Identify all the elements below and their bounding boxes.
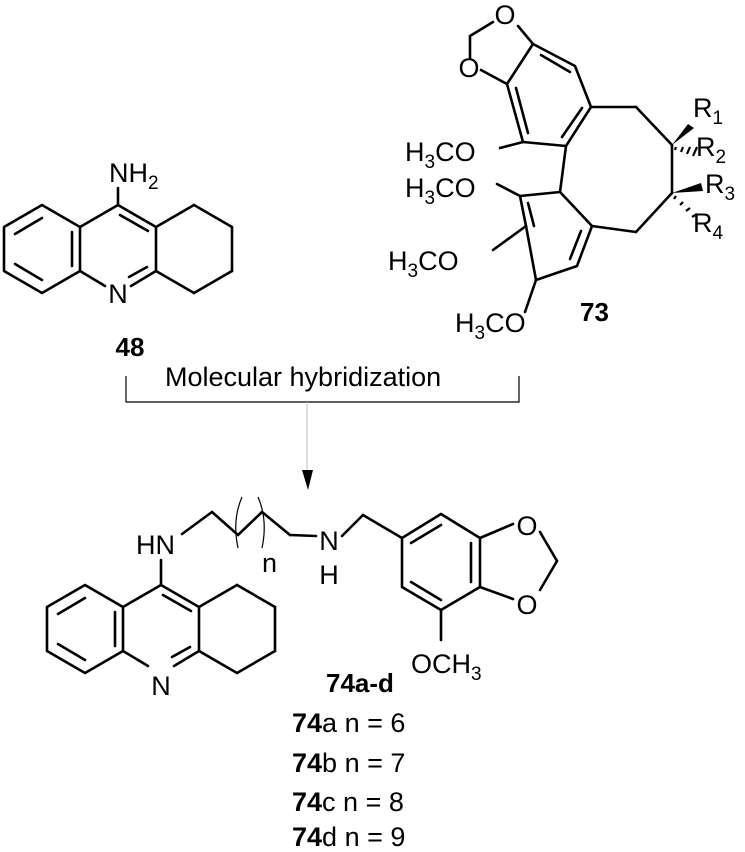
hybrid-bonds <box>45 510 559 675</box>
series-row: 74d n = 9 <box>292 822 405 852</box>
hybrid-left-amine: HN <box>136 530 175 560</box>
hashed-bond-r4 <box>673 195 698 218</box>
lignan-methoxy-3: H3CO <box>388 246 459 282</box>
tacrine-bonds <box>2 186 234 295</box>
tacrine-structure: NH2 N 48 <box>2 158 234 362</box>
series-row: 74b n = 7 <box>292 748 405 778</box>
r2-label: R2 <box>696 132 726 168</box>
lignan-dioxole-oxygen-top: O <box>494 0 515 30</box>
series-list: 74a n = 6 74b n = 7 74c n = 8 74d n = 9 <box>292 708 405 852</box>
lignan-structure: O O H3CO H3CO H3CO H3CO R1 R2 R3 R4 73 <box>388 0 735 344</box>
tacrine-ring-nitrogen: N <box>108 279 128 309</box>
series-row: 74a n = 6 <box>292 708 405 738</box>
wedge-bond-r1 <box>672 124 694 145</box>
compound-73-label: 73 <box>580 297 609 327</box>
hybrid-methoxy-label: OCH3 <box>411 649 482 685</box>
chain-repeat-bracket <box>235 496 243 549</box>
hybrid-right-amine-h: H <box>319 560 339 590</box>
chain-repeat-bracket-right <box>257 496 265 549</box>
r3-label: R3 <box>705 169 735 205</box>
hybrid-structure: HN n N H N O O OCH3 74a-d <box>45 496 559 701</box>
compound-48-label: 48 <box>116 332 145 362</box>
r1-label: R1 <box>693 93 723 129</box>
compound-74a-d-label: 74a-d <box>326 668 394 698</box>
tacrine-amine-label: NH2 <box>109 158 159 194</box>
lignan-methoxy-1: H3CO <box>405 137 476 173</box>
hybrid-dioxole-oxygen-bottom: O <box>516 590 537 620</box>
wedge-bond-r3 <box>672 183 703 193</box>
lignan-bonds <box>468 20 674 314</box>
tacrine-amine-text: NH <box>109 158 148 188</box>
hybridization-bracket <box>125 376 520 490</box>
hybrid-dioxole-oxygen-top: O <box>516 511 537 541</box>
tacrine-amine-subscript: 2 <box>148 173 159 194</box>
hybrid-chain-index: n <box>262 548 277 578</box>
lignan-methoxy-2: H3CO <box>405 173 476 209</box>
series-row: 74c n = 8 <box>292 787 404 817</box>
lignan-methoxy-4: H3CO <box>455 308 526 344</box>
hybrid-ring-nitrogen: N <box>151 671 171 701</box>
lignan-dioxole-oxygen-left: O <box>458 53 479 83</box>
r4-label: R4 <box>693 208 724 244</box>
process-label: Molecular hybridization <box>165 362 441 392</box>
hybrid-right-amine-n: N <box>319 526 339 556</box>
down-arrow-icon <box>302 470 313 490</box>
hashed-bond-r2 <box>673 146 699 157</box>
